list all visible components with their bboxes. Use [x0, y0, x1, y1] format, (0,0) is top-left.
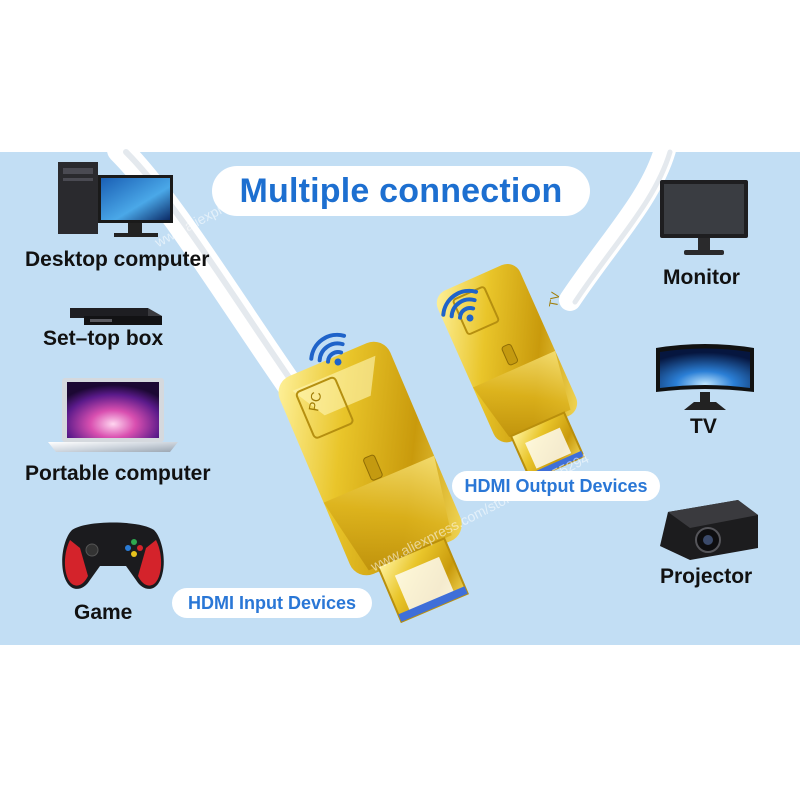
input-plug-tag: PC [305, 391, 324, 413]
set-top-box-icon [70, 308, 162, 325]
label-tv: TV [690, 415, 717, 438]
hdmi-input-devices-pill: HDMI Input Devices [172, 588, 372, 618]
page-title: Multiple connection [239, 171, 563, 210]
label-monitor: Monitor [663, 266, 740, 289]
input-cable [107, 137, 313, 413]
gamepad-icon [62, 522, 164, 589]
label-set-top-box: Set–top box [43, 327, 164, 350]
output-cable [559, 139, 676, 311]
wifi-icon-input [309, 332, 347, 366]
label-desktop-computer: Desktop computer [25, 248, 210, 271]
input-plug [278, 341, 469, 624]
tv-icon [656, 344, 754, 410]
title-banner: Multiple connection [212, 166, 590, 216]
projector-icon [660, 500, 758, 560]
hdmi-input-devices-label: HDMI Input Devices [187, 592, 357, 613]
wifi-icon-output [441, 288, 479, 322]
label-portable-computer: Portable computer [25, 462, 211, 485]
monitor-icon [660, 180, 748, 255]
laptop-icon [48, 378, 178, 452]
label-game: Game [74, 601, 133, 624]
label-projector: Projector [660, 565, 753, 588]
desktop-computer-icon [58, 162, 173, 237]
hdmi-output-devices-label: HDMI Output Devices [464, 475, 648, 496]
output-plug-tag: TV [546, 291, 562, 309]
hdmi-output-devices-pill: HDMI Output Devices [452, 471, 660, 501]
